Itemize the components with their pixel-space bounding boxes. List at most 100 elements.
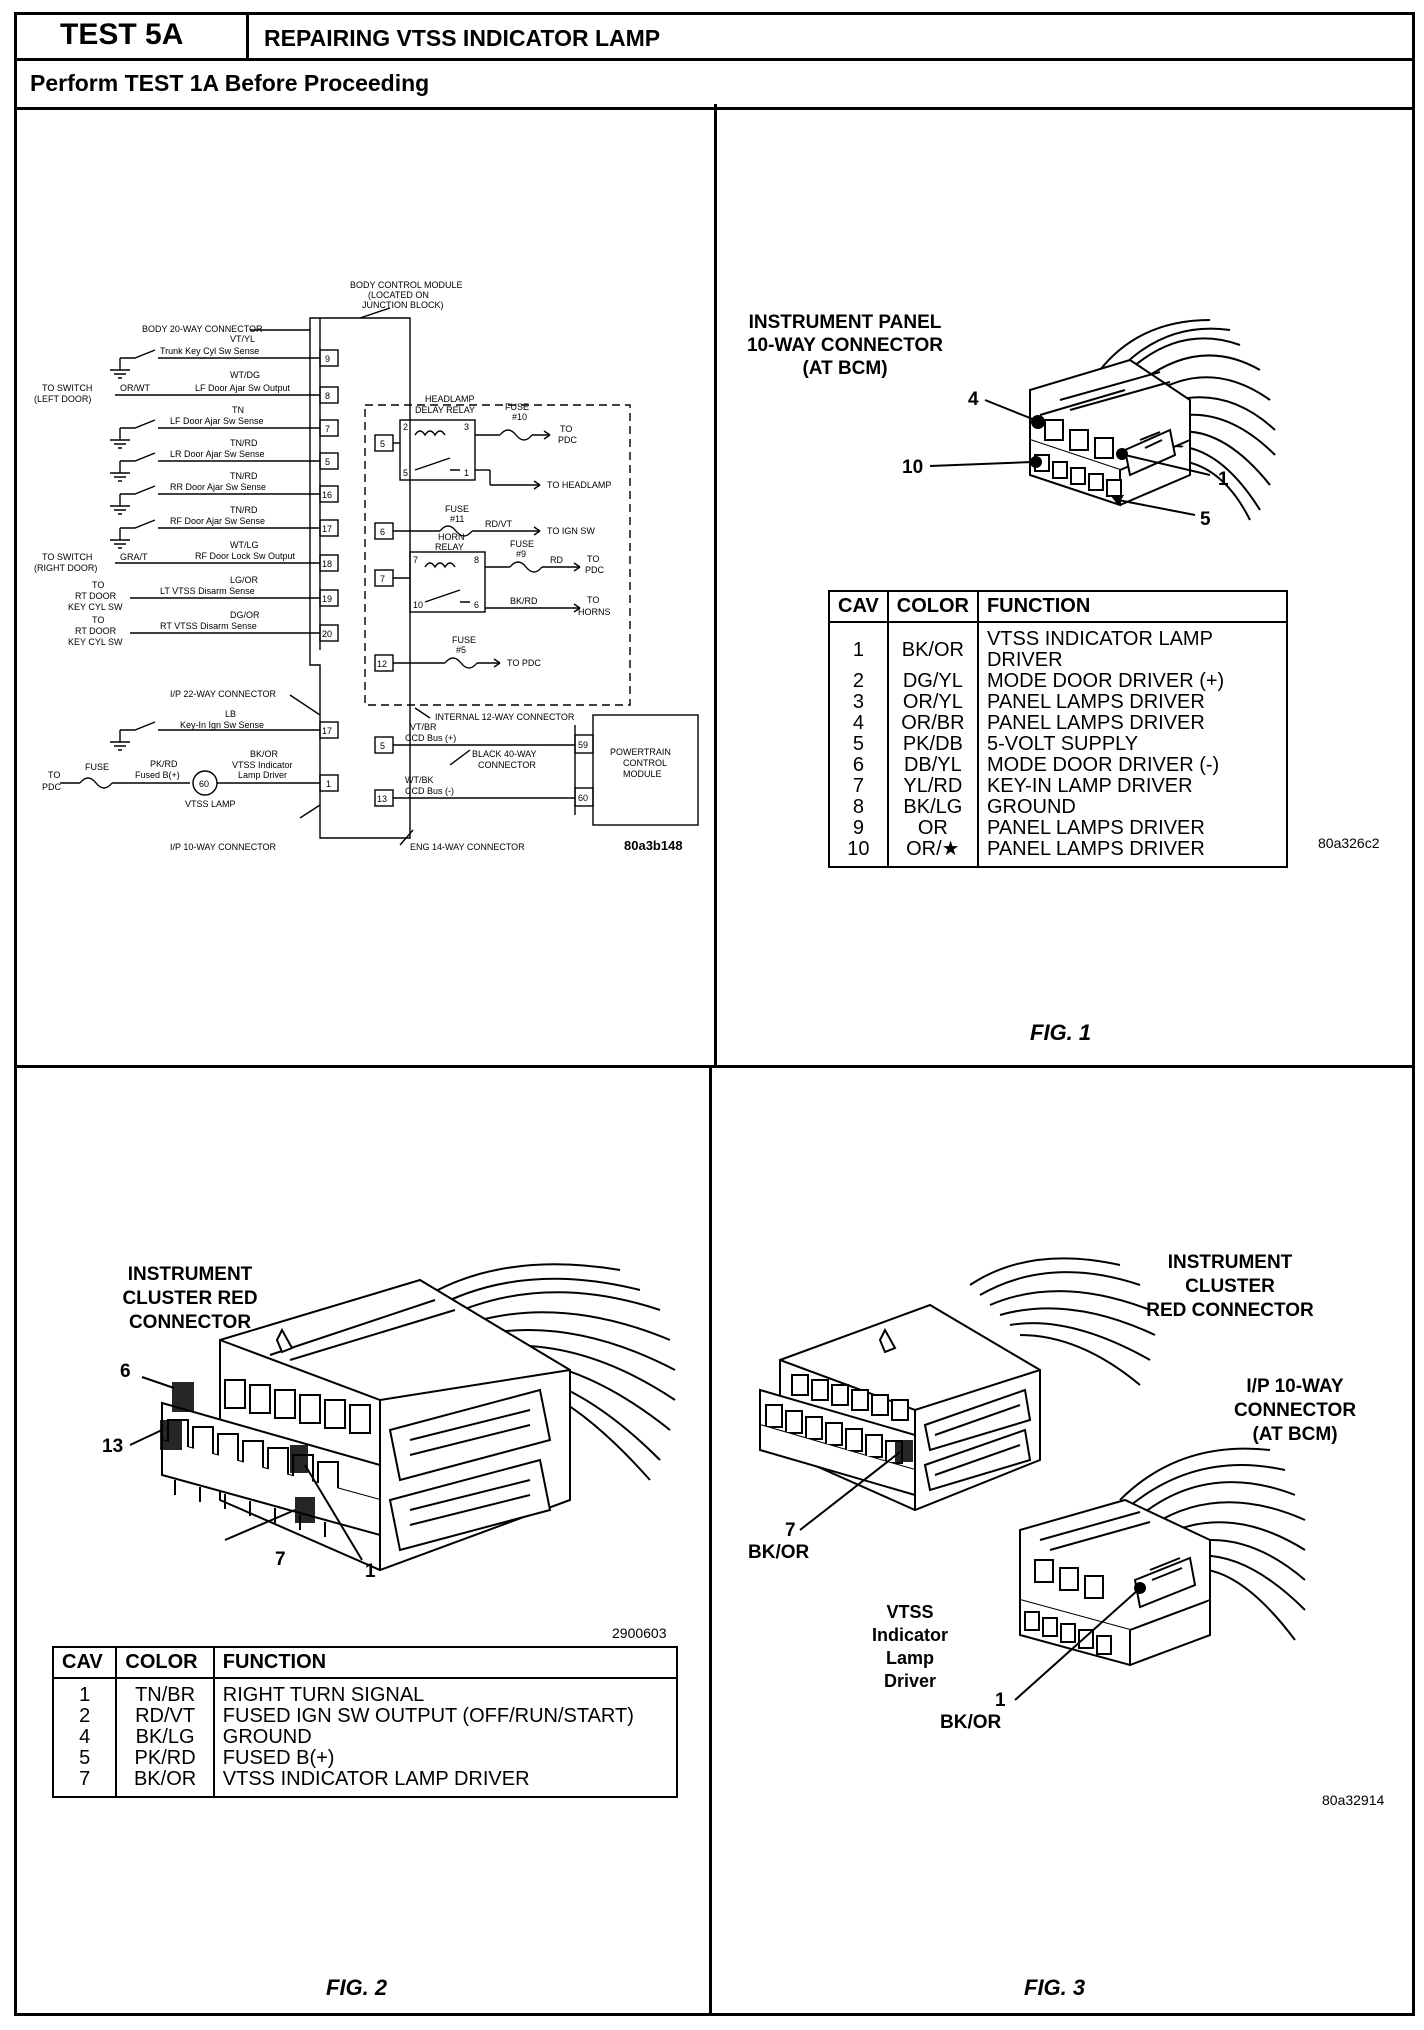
- fig3-code: 80a32914: [1322, 1792, 1385, 1808]
- cell-color: PK/RD: [115, 1748, 215, 1769]
- fuse-label: FUSE: [452, 635, 476, 645]
- cell-function: FUSED B(+): [212, 1748, 679, 1769]
- circuit-desc: LF Door Ajar Sw Output: [195, 383, 291, 393]
- wiring-schematic: BODY CONTROL MODULE (LOCATED ON JUNCTION…: [34, 280, 699, 853]
- relay-label: HEADLAMP: [425, 394, 475, 404]
- wire-color: LG/OR: [230, 575, 259, 585]
- cell-color: OR: [886, 818, 979, 839]
- bcm-label: BODY CONTROL MODULE: [350, 280, 463, 290]
- vtss-lamp-label: VTSS LAMP: [185, 799, 236, 809]
- pin-number: 17: [322, 726, 332, 736]
- col-color: COLOR: [115, 1646, 215, 1679]
- cell-function: FUSED IGN SW OUTPUT (OFF/RUN/START): [212, 1706, 679, 1727]
- cell-cav: 5: [51, 1748, 118, 1769]
- vertical-divider-bottom: [709, 1066, 712, 2013]
- callout-4: 4: [968, 389, 979, 410]
- pin-number: 7: [325, 424, 330, 434]
- cell-cav: 7: [828, 776, 889, 797]
- test-id: TEST 5A: [60, 18, 184, 51]
- vtss-label: VTSS: [886, 1602, 933, 1622]
- pcm-label: CONTROL: [623, 758, 667, 768]
- fig2-connector-drawing: INSTRUMENT CLUSTER RED CONNECTOR: [102, 1263, 676, 1582]
- fig1-caption: FIG. 1: [1030, 1020, 1092, 1045]
- lamp-number: 60: [199, 779, 209, 789]
- cell-color: BK/LG: [886, 797, 979, 818]
- pin-number: 8: [325, 391, 330, 401]
- pin-number: 59: [578, 740, 588, 750]
- rt-door: RT DOOR: [75, 591, 117, 601]
- vtss-label: Driver: [884, 1671, 936, 1691]
- to-switch-left: TO SWITCH: [42, 383, 92, 393]
- pdc-label: PDC: [558, 435, 578, 445]
- circuit-desc: CCD Bus (-): [405, 786, 454, 796]
- wire-color: OR/WT: [120, 383, 150, 393]
- fig3-caption: FIG. 3: [1024, 1975, 1086, 2000]
- wire-color: RD: [550, 555, 563, 565]
- table-spacer: [828, 860, 1289, 867]
- relay-label: RELAY: [435, 542, 464, 552]
- test-subtitle: Perform TEST 1A Before Proceeding: [30, 70, 430, 96]
- cell-cav: 5: [828, 734, 889, 755]
- circuit-desc: Key-In Ign Sw Sense: [180, 720, 264, 730]
- cell-cav: 6: [828, 755, 889, 776]
- fig3-top-connector-body: [759, 1303, 1041, 1512]
- fuse-label: FUSE: [445, 504, 469, 514]
- relay-pin: 5: [403, 468, 408, 478]
- cell-color: RD/VT: [115, 1706, 215, 1727]
- callout-13: 13: [102, 1436, 123, 1457]
- vertical-divider-top: [714, 104, 717, 1067]
- relay-pin: 6: [474, 600, 479, 610]
- cell-cav: 7: [51, 1769, 118, 1790]
- wire-color: WT/BK: [405, 775, 434, 785]
- relay-label: HORN: [438, 532, 465, 542]
- pin-number: 5: [380, 439, 385, 449]
- fuse-number: #11: [450, 514, 464, 524]
- to-label: TO: [587, 554, 599, 564]
- circuit-desc: VTSS Indicator: [232, 760, 293, 770]
- cell-cav: 1: [828, 629, 889, 671]
- wire-color: TN/RD: [230, 438, 258, 448]
- circuit-desc: Lamp Driver: [238, 770, 287, 780]
- to-switch-right: TO SWITCH: [42, 552, 92, 562]
- callout-1: 1: [1218, 469, 1229, 490]
- cell-function: GROUND: [976, 797, 1289, 818]
- to-ign-sw: TO IGN SW: [547, 526, 595, 536]
- col-function: FUNCTION: [976, 590, 1289, 623]
- pdc: PDC: [42, 782, 62, 792]
- pin-number: 7: [380, 574, 385, 584]
- to-rt-door: TO: [92, 580, 104, 590]
- circuit-desc: Fused B(+): [135, 770, 180, 780]
- cell-color: OR/★: [886, 839, 979, 860]
- wire-color: BK/RD: [510, 596, 538, 606]
- cell-cav: 2: [828, 671, 889, 692]
- cell-function: PANEL LAMPS DRIVER: [976, 692, 1289, 713]
- pin-number: 12: [377, 659, 387, 669]
- cell-function: MODE DOOR DRIVER (+): [976, 671, 1289, 692]
- cell-function: PANEL LAMPS DRIVER: [976, 713, 1289, 734]
- fuse-number: #10: [512, 412, 527, 422]
- relay-pin: 10: [413, 600, 423, 610]
- wire-color: LB: [225, 709, 236, 719]
- internal-connector-label: INTERNAL 12-WAY CONNECTOR: [435, 712, 575, 722]
- wire-color: WT/LG: [230, 540, 259, 550]
- callout-6: 6: [120, 1361, 131, 1382]
- fig1-code: 80a326c2: [1318, 835, 1380, 851]
- cell-cav: 3: [828, 692, 889, 713]
- pin-number: 1: [326, 779, 331, 789]
- vtss-label: Lamp: [886, 1648, 934, 1668]
- pin-number: 16: [322, 490, 332, 500]
- fig3-ip-label: CONNECTOR: [1234, 1400, 1356, 1421]
- cell-color: OR/YL: [886, 692, 979, 713]
- wire-color: WT/DG: [230, 370, 260, 380]
- test-title: REPAIRING VTSS INDICATOR LAMP: [264, 25, 661, 51]
- cell-function: KEY-IN LAMP DRIVER: [976, 776, 1289, 797]
- schematic-code: 80a3b148: [624, 838, 683, 853]
- horizontal-divider: [14, 1065, 1412, 1068]
